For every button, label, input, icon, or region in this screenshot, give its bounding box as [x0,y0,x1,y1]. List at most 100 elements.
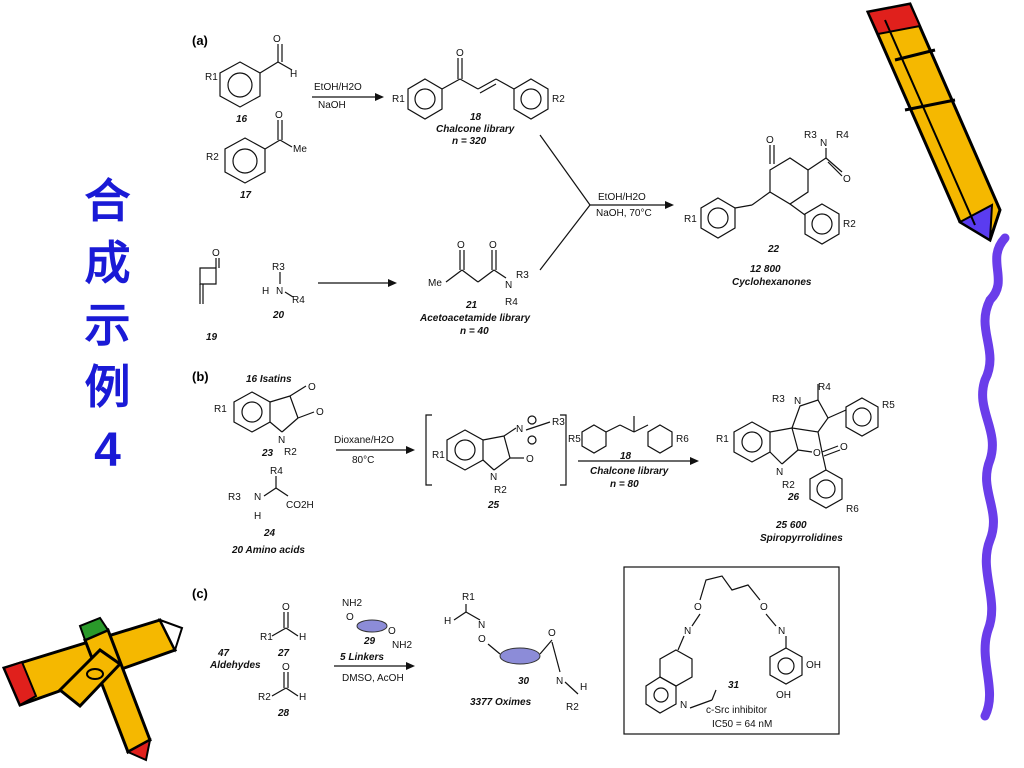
atom-h: H [254,511,261,522]
atom-n: N [794,396,801,407]
substituent-r2: R2 [258,692,271,703]
molecule-27: O R1 H 27 [260,602,306,659]
molecule-16: O H R1 16 [205,34,297,125]
atom-n: N [278,435,285,446]
substituent-r4: R4 [836,130,849,141]
compound-number-22: 22 [767,244,780,255]
compound-number-28: 28 [277,708,290,719]
crossed-pencils-icon [1,616,184,762]
molecule-17: O Me R2 17 [206,110,307,201]
library-name: Acetoacetamide library [419,313,530,324]
substituent-r2: R2 [782,480,795,491]
atom-o: O [212,248,220,259]
compound-number-30: 30 [518,676,530,687]
condition-label: Dioxane/H2O [334,435,394,446]
atom-o: O [457,240,465,251]
aldehydes-label: Aldehydes [209,660,261,671]
atom-n: N [820,138,827,149]
squiggle-line-icon [978,233,1010,721]
atom-o: O [694,602,702,613]
compound-number-16: 16 [236,114,248,125]
substituent-r2: R2 [552,94,565,105]
substituent-r2: R2 [494,485,507,496]
molecule-19: O 19 [199,248,220,343]
substituent-r2: R2 [843,219,856,230]
compound-number-26: 26 [787,492,800,503]
library-name: Cyclohexanones [732,277,812,288]
converging-arrow: EtOH/H2O NaOH, 70°C [539,134,674,271]
substituent-r4: R4 [818,382,831,393]
compound-number-19: 19 [206,332,218,343]
molecule-18: O R1 R2 18 Chalcone library n = 320 [392,48,565,147]
library-size: 25 600 [775,520,807,531]
library-size: n = 80 [610,479,639,490]
hydroxyl-label: OH [776,690,791,701]
atom-o: O [840,442,848,453]
condition-label: NaOH, 70°C [596,208,652,219]
substituent-r3: R3 [552,417,565,428]
atom-n: N [254,492,261,503]
title-char-1: 合 [84,174,131,228]
library-name: Spiropyrrolidines [760,533,843,544]
compound-number-21: 21 [465,300,478,311]
hydroxyl-label: OH [806,660,821,671]
library-size: 12 800 [750,264,781,275]
substituent-r2: R2 [566,702,579,713]
substituent-r6: R6 [846,504,859,515]
atom-o: O [526,454,534,465]
compound-number-20: 20 [272,310,285,321]
substituent-r5: R5 [882,400,895,411]
atom-n: N [556,676,563,687]
title-char-4: 例 [84,360,131,414]
isatins-label: 16 Isatins [246,374,292,385]
compound-number-23: 23 [261,448,274,459]
substituent-r1: R1 [205,72,218,83]
methyl-label: Me [428,278,442,289]
compound-number-24: 24 [263,528,276,539]
slide-title: 合 成 示 例 4 [60,170,155,484]
molecule-31-box: O O N N N OH OH 31 c-Src inhibitor IC50 … [623,566,840,735]
atom-o: O [760,602,768,613]
atom-h: H [444,616,451,627]
substituent-r3: R3 [228,492,241,503]
atom-o: O [388,626,396,637]
substituent-r6: R6 [676,434,689,445]
ic50-label: IC50 = 64 nM [712,719,772,730]
compound-number-31: 31 [728,680,740,691]
reaction-arrow-2 [318,279,397,287]
molecule-25: O N R3 N R2 R1 25 [425,414,567,511]
atom-o: O [273,34,281,45]
atom-o: O [548,628,556,639]
library-size: n = 40 [460,326,489,337]
amine-label: NH2 [392,640,412,651]
substituent-r4: R4 [292,295,305,306]
atom-n: N [505,280,512,291]
atom-o: O [813,448,821,459]
atom-n: N [276,286,283,297]
atom-h: H [299,632,306,643]
carboxyl-label: CO2H [286,500,314,511]
atom-n: N [778,626,785,637]
condition-label: NaOH [318,100,346,111]
compound-number-27: 27 [277,648,290,659]
substituent-r1: R1 [392,94,405,105]
substituent-r3: R3 [772,394,785,405]
atom-n: N [680,700,687,711]
condition-label: EtOH/H2O [598,192,646,203]
compound-number-25: 25 [487,500,500,511]
substituent-r1: R1 [716,434,729,445]
substituent-r3: R3 [516,270,529,281]
amino-acids-label: 20 Amino acids [231,545,305,556]
aldehydes-count: 47 [217,648,230,659]
atom-o: O [282,662,290,673]
atom-o: O [843,174,851,185]
oximes-label: 3377 Oximes [470,697,532,708]
molecule-20: H N R3 R4 20 [262,262,305,321]
scheme-a-label: (a) [192,33,208,48]
substituent-r1: R1 [684,214,697,225]
molecule-21: Me O O N R3 R4 21 Acetoacetamide library… [419,240,530,337]
substituent-r2: R2 [206,152,219,163]
atom-n: N [490,472,497,483]
substituent-r4: R4 [270,466,283,477]
